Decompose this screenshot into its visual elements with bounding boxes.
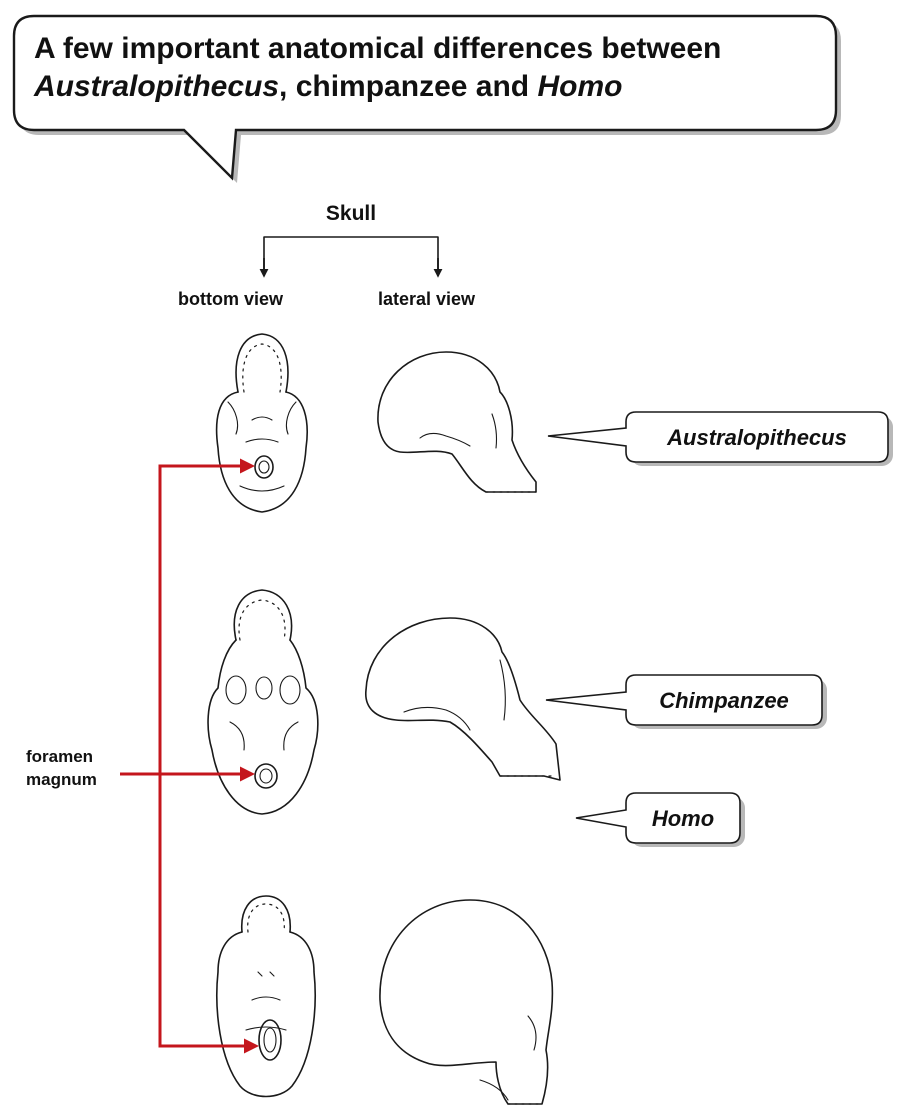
lateral-view-label: lateral view (378, 289, 476, 309)
callout-chimpanzee: Chimpanzee (546, 675, 827, 729)
bottom-view-label: bottom view (178, 289, 284, 309)
red-connector-line (160, 466, 250, 1046)
title-callout: A few important anatomical differences b… (14, 16, 841, 183)
skull-heading: Skull (326, 202, 376, 225)
homo-bottom-skull (217, 896, 315, 1097)
foramen-label-line1: foramen (26, 747, 93, 766)
callout-homo: Homo (576, 793, 745, 847)
chimpanzee-lateral-skull (366, 618, 560, 780)
title-line1: A few important anatomical differences b… (34, 32, 721, 65)
foramen-label-line2: magnum (26, 770, 97, 789)
chimpanzee-foramen (255, 764, 277, 788)
label-homo: Homo (652, 806, 714, 831)
label-australopithecus: Australopithecus (666, 425, 847, 450)
homo-lateral-skull (380, 900, 552, 1104)
skull-bracket (264, 237, 438, 270)
chimpanzee-bottom-skull (208, 590, 318, 814)
australopithecus-lateral-skull (378, 352, 536, 492)
title-line2: Australopithecus, chimpanzee and Homo (33, 70, 622, 103)
title-australopithecus: Australopithecus (33, 70, 279, 103)
title-homo: Homo (537, 70, 622, 103)
australopithecus-bottom-skull (217, 334, 308, 512)
label-chimpanzee: Chimpanzee (659, 688, 789, 713)
australopithecus-foramen (255, 456, 273, 478)
homo-foramen (259, 1020, 281, 1060)
callout-australopithecus: Australopithecus (548, 412, 893, 466)
title-middle: , chimpanzee and (279, 70, 537, 103)
